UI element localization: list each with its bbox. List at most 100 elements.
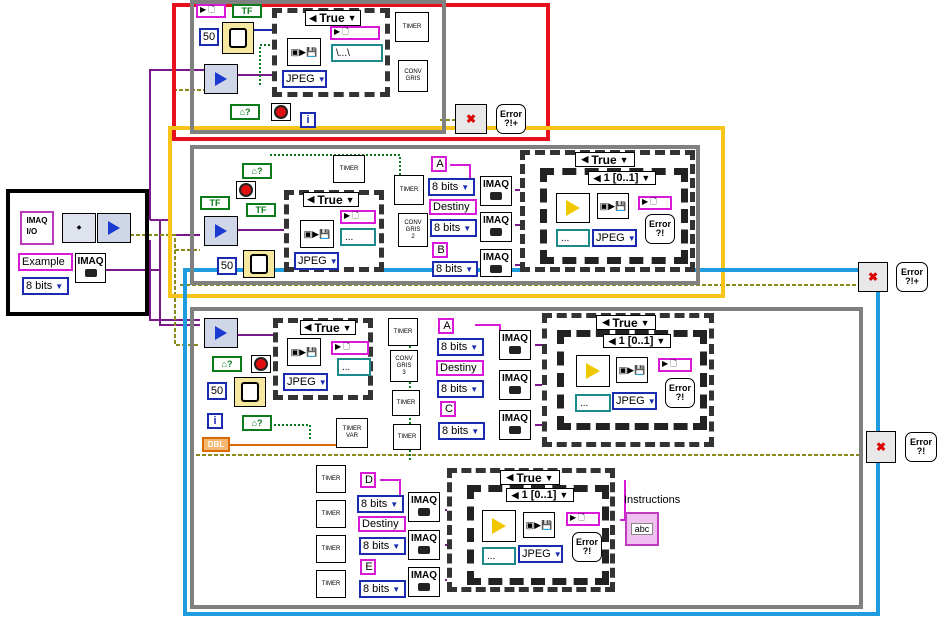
close-camera-red[interactable]: ✖ [455, 104, 487, 134]
error-seq-yellow[interactable]: Error ?! [645, 214, 675, 244]
tf-constant-yellow-1[interactable]: TF [200, 196, 230, 210]
path-short-seq-blue-2[interactable]: ... [482, 547, 516, 565]
close-camera-blue[interactable]: ✖ [866, 431, 896, 463]
string-e-blue[interactable]: E [360, 559, 376, 575]
path-short-blue[interactable]: ... [337, 358, 371, 376]
error-seq-blue-2[interactable]: Error ?! [572, 532, 602, 562]
image-type-enum-blue-6[interactable]: 8 bits▼ [359, 580, 406, 598]
grab-vi-blue[interactable] [204, 318, 238, 348]
image-to-image-blue-2[interactable] [482, 510, 516, 542]
error-handler-blue[interactable]: Error ?! [905, 432, 937, 462]
imaq-create-yellow-1[interactable]: IMAQ [480, 176, 512, 206]
write-file-vi-blue[interactable]: ▣▶💾 [287, 338, 321, 366]
imaq-create-blue-1[interactable]: IMAQ [499, 330, 531, 360]
timer-vi-red[interactable]: TIMER [395, 12, 429, 42]
conv-gris-2-vi[interactable]: CONV GRIS 2 [398, 213, 428, 247]
build-path-yellow[interactable]: ▶ 🗋 [340, 210, 376, 224]
path-seq-blue[interactable]: ▶ 🗋 [658, 358, 692, 372]
stop-button-blue[interactable] [251, 355, 271, 373]
jpeg-enum-yellow[interactable]: JPEG▼ [294, 252, 339, 270]
tf-constant-yellow-2[interactable]: TF [246, 203, 276, 217]
imaq-io-vi[interactable]: IMAQ I/O [20, 211, 54, 245]
imaq-create-blue-2[interactable]: IMAQ [499, 370, 531, 400]
grab-vi-red[interactable] [204, 64, 238, 94]
image-type-enum-blue-5[interactable]: 8 bits▼ [359, 537, 406, 555]
image-type-enum-blue-4[interactable]: 8 bits▼ [357, 495, 404, 513]
image-to-image-yellow[interactable] [556, 193, 590, 223]
path-seq-blue-2[interactable]: ▶ 🗋 [566, 512, 600, 526]
imaq-create-black[interactable]: IMAQ [75, 253, 106, 283]
image-type-enum-blue-2[interactable]: 8 bits▼ [437, 380, 484, 398]
sequence-selector-blue-2[interactable]: ◀1 [0..1]▼ [506, 488, 574, 502]
not-function-blue-1[interactable]: ⌂? [212, 356, 242, 372]
case-selector-yellow-2[interactable]: ◀True▼ [575, 152, 635, 167]
stop-button-red[interactable] [271, 103, 291, 121]
not-function-blue-2[interactable]: ⌂? [242, 415, 272, 431]
path-short-seq-blue[interactable]: ... [575, 394, 611, 412]
imaq-create-blue-6[interactable]: IMAQ [408, 567, 440, 597]
timer-vi-yellow-1[interactable]: TIMER [333, 155, 365, 183]
not-function-yellow[interactable]: ⌂? [242, 163, 272, 179]
case-selector-blue-2[interactable]: ◀True▼ [596, 315, 656, 330]
imaq-create-blue-5[interactable]: IMAQ [408, 530, 440, 560]
string-b-yellow[interactable]: B [432, 242, 448, 258]
case-selector-blue[interactable]: ◀True▼ [300, 320, 356, 335]
imaq-create-yellow-3[interactable]: IMAQ [480, 249, 512, 277]
imaq-create-blue-3[interactable]: IMAQ [499, 410, 531, 440]
conv-gris-vi-red[interactable]: CONV GRIS [398, 60, 428, 92]
image-type-enum-yellow-1[interactable]: 8 bits▼ [428, 178, 475, 196]
stop-button-yellow[interactable] [236, 181, 256, 199]
image-type-enum-yellow-3[interactable]: 8 bits▼ [432, 261, 478, 277]
string-destiny-blue-2[interactable]: Destiny [358, 516, 406, 532]
timer-vi-yellow-2[interactable]: TIMER [394, 175, 424, 205]
sequence-selector-yellow[interactable]: ◀1 [0..1]▼ [588, 171, 656, 185]
example-string-constant[interactable]: Example [18, 253, 73, 271]
timer-vi-blue-5[interactable]: TIMER [316, 500, 346, 528]
string-d-blue[interactable]: D [360, 472, 376, 488]
string-destiny-yellow[interactable]: Destiny [429, 199, 477, 215]
path-short-seq-yellow[interactable]: ... [556, 229, 590, 247]
error-handler-yellow[interactable]: Error ?!+ [896, 262, 928, 292]
sequence-selector-blue[interactable]: ◀1 [0..1]▼ [603, 334, 671, 348]
write-file-seq-blue-2[interactable]: ▣▶💾 [523, 512, 555, 538]
case-selector-red[interactable]: ◀True▼ [305, 10, 361, 26]
error-handler-red[interactable]: Error ?!+ [496, 104, 526, 134]
image-type-enum-blue-1[interactable]: 8 bits▼ [437, 338, 484, 356]
grab-vi-yellow[interactable] [204, 216, 238, 246]
timer-vi-blue-6[interactable]: TIMER [316, 535, 346, 563]
wait-ms-blue[interactable] [234, 377, 266, 407]
path-constant-red[interactable]: ▶ 🗋 [196, 4, 226, 18]
conv-gris-3-vi[interactable]: CONV GRIS 3 [390, 350, 418, 382]
case-selector-yellow[interactable]: ◀True▼ [303, 192, 359, 207]
image-to-image-blue[interactable] [576, 355, 610, 387]
wait-ms-constant-red[interactable]: 50 [199, 28, 219, 46]
string-destiny-blue[interactable]: Destiny [436, 360, 484, 376]
jpeg-enum-red[interactable]: JPEG▼ [282, 70, 327, 88]
dbl-control-blue[interactable]: DBL [202, 437, 230, 452]
path-short-yellow[interactable]: ... [340, 228, 376, 246]
jpeg-enum-seq-blue-2[interactable]: JPEG▼ [518, 545, 563, 563]
error-seq-blue[interactable]: Error ?! [665, 378, 695, 408]
string-a-blue[interactable]: A [438, 318, 454, 334]
close-camera-yellow[interactable]: ✖ [858, 262, 888, 292]
image-type-enum-blue-3[interactable]: 8 bits▼ [438, 422, 485, 440]
jpeg-enum-seq-blue[interactable]: JPEG▼ [612, 392, 657, 410]
case-selector-blue-3[interactable]: ◀True▼ [500, 470, 560, 485]
build-path-blue[interactable]: ▶ 🗋 [331, 341, 369, 355]
write-file-vi-red[interactable]: ▣▶💾 [287, 38, 321, 66]
string-a-yellow[interactable]: A [431, 156, 447, 172]
jpeg-enum-blue[interactable]: JPEG▼ [283, 373, 328, 391]
timer-vi-blue-7[interactable]: TIMER [316, 570, 346, 598]
write-file-seq-yellow[interactable]: ▣▶💾 [597, 193, 629, 219]
timer-vi-blue-4[interactable]: TIMER [316, 465, 346, 493]
string-c-blue[interactable]: C [440, 401, 456, 417]
timer-vi-blue-2[interactable]: TIMER [392, 390, 420, 416]
timer-var-vi[interactable]: TIMER VAR [336, 418, 368, 448]
image-type-enum-yellow-2[interactable]: 8 bits▼ [430, 219, 477, 237]
not-function-red[interactable]: ⌂? [230, 104, 260, 120]
wait-ms-red[interactable] [222, 22, 254, 54]
build-path-red[interactable]: ▶ 🗋 [330, 26, 380, 40]
start-acq-vi[interactable] [97, 213, 131, 243]
imaq-create-blue-4[interactable]: IMAQ [408, 492, 440, 522]
timer-vi-blue-1[interactable]: TIMER [388, 318, 418, 346]
